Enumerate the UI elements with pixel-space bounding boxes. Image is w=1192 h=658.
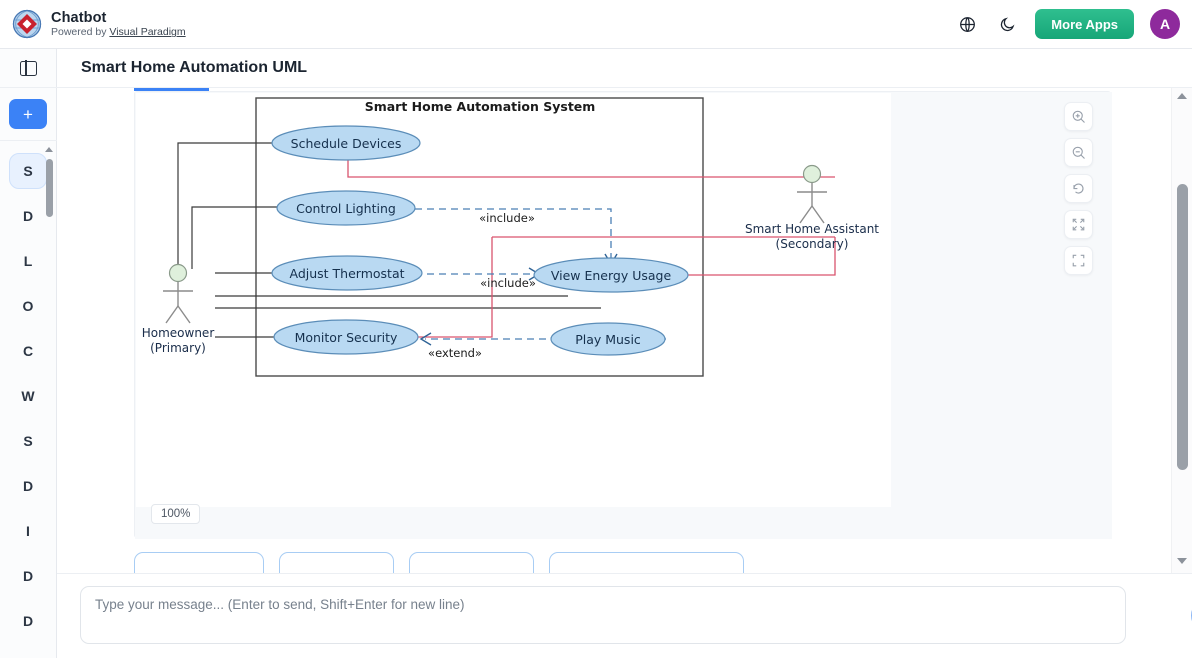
rail-scroll-up-arrow[interactable] xyxy=(45,147,53,152)
more-apps-button[interactable]: More Apps xyxy=(1035,9,1134,39)
new-chat-button[interactable]: + xyxy=(9,99,47,129)
main-area: Smart Home Automation UML Smart Home Aut… xyxy=(57,49,1192,658)
use-case-view-energy-usage xyxy=(533,257,689,293)
actor-label-assistant-role: (Secondary) xyxy=(776,237,849,251)
powered-by-prefix: Powered by xyxy=(51,26,110,39)
fullscreen-icon[interactable] xyxy=(1064,246,1093,275)
composer xyxy=(57,573,1192,658)
left-rail: + S D L O C W S D I D D xyxy=(0,49,57,658)
suggestion-chips xyxy=(134,552,744,574)
diagram-card[interactable]: Smart Home Automation System xyxy=(134,91,1112,539)
system-boundary-title: Smart Home Automation System xyxy=(365,99,596,114)
use-case-monitor-security xyxy=(273,319,419,355)
use-case-label-1: Control Lighting xyxy=(296,201,396,216)
relationship-label-1: «include» xyxy=(480,276,536,290)
active-tab-underline xyxy=(134,88,209,91)
rail-item-7[interactable]: D xyxy=(22,478,34,494)
rail-item-list: S D L O C W S D I D D xyxy=(0,141,57,658)
actor-label-assistant-name: Smart Home Assistant xyxy=(745,222,879,236)
main-scroll-thumb[interactable] xyxy=(1177,184,1188,470)
rail-item-5[interactable]: W xyxy=(21,388,35,404)
visual-paradigm-link[interactable]: Visual Paradigm xyxy=(109,26,186,39)
zoom-out-icon[interactable] xyxy=(1064,138,1093,167)
relationship-label-2: «extend» xyxy=(428,346,482,360)
use-case-play-music xyxy=(550,322,666,356)
main-scroll-up-arrow[interactable] xyxy=(1177,93,1187,99)
zoom-level-badge: 100% xyxy=(151,504,201,524)
use-case-label-4: View Energy Usage xyxy=(551,268,672,283)
rail-item-3[interactable]: O xyxy=(22,298,34,314)
main-scrollbar[interactable] xyxy=(1171,88,1192,574)
use-case-schedule-devices xyxy=(271,125,421,161)
suggestion-chip-1[interactable] xyxy=(279,552,394,574)
app-title: Chatbot xyxy=(51,9,107,26)
zoom-in-icon[interactable] xyxy=(1064,102,1093,131)
actor-smart-home-assistant: Smart Home Assistant (Secondary) xyxy=(745,164,879,251)
rail-item-8[interactable]: I xyxy=(26,523,30,539)
relationship-label-0: «include» xyxy=(479,211,535,225)
top-bar: Chatbot Powered by Visual Paradigm More … xyxy=(0,0,1192,49)
actor-homeowner: Homeowner (Primary) xyxy=(142,263,215,355)
rail-scrollbar[interactable] xyxy=(45,147,54,658)
use-case-adjust-thermostat xyxy=(271,255,423,291)
message-input[interactable] xyxy=(80,586,1126,644)
rail-item-4[interactable]: C xyxy=(22,343,34,359)
actor-label-homeowner-name: Homeowner xyxy=(142,326,215,340)
rail-item-6[interactable]: S xyxy=(23,433,33,449)
globe-icon[interactable] xyxy=(955,12,979,36)
visual-paradigm-logo-icon xyxy=(12,9,42,39)
actor-label-homeowner-role: (Primary) xyxy=(150,341,206,355)
use-case-label-5: Play Music xyxy=(575,332,641,347)
use-case-label-0: Schedule Devices xyxy=(291,136,402,151)
main-scroll-down-arrow[interactable] xyxy=(1177,558,1187,564)
moon-icon[interactable] xyxy=(995,12,1019,36)
use-case-label-3: Monitor Security xyxy=(295,330,398,345)
use-case-label-2: Adjust Thermostat xyxy=(289,266,404,281)
reset-view-icon[interactable] xyxy=(1064,174,1093,203)
uml-use-case-diagram[interactable]: Smart Home Automation System xyxy=(135,92,1112,539)
rail-item-9[interactable]: D xyxy=(22,568,34,584)
page-title: Smart Home Automation UML xyxy=(57,49,1192,88)
rail-item-0[interactable]: S xyxy=(9,153,47,189)
rail-scroll-thumb[interactable] xyxy=(45,159,53,217)
rail-item-2[interactable]: L xyxy=(23,253,33,269)
powered-by: Powered by Visual Paradigm xyxy=(51,26,186,38)
chat-scroll-area: Smart Home Automation System xyxy=(57,88,1171,574)
diagram-zoom-toolbar xyxy=(1064,102,1093,275)
avatar[interactable]: A xyxy=(1150,9,1180,39)
panel-toggle-icon[interactable] xyxy=(19,59,37,77)
fit-screen-icon[interactable] xyxy=(1064,210,1093,239)
suggestion-chip-3[interactable] xyxy=(549,552,744,574)
brand: Chatbot Powered by Visual Paradigm xyxy=(0,9,186,39)
rail-item-1[interactable]: D xyxy=(22,208,34,224)
suggestion-chip-2[interactable] xyxy=(409,552,534,574)
use-case-control-lighting xyxy=(276,190,416,226)
rail-item-10[interactable]: D xyxy=(22,613,34,629)
suggestion-chip-0[interactable] xyxy=(134,552,264,574)
